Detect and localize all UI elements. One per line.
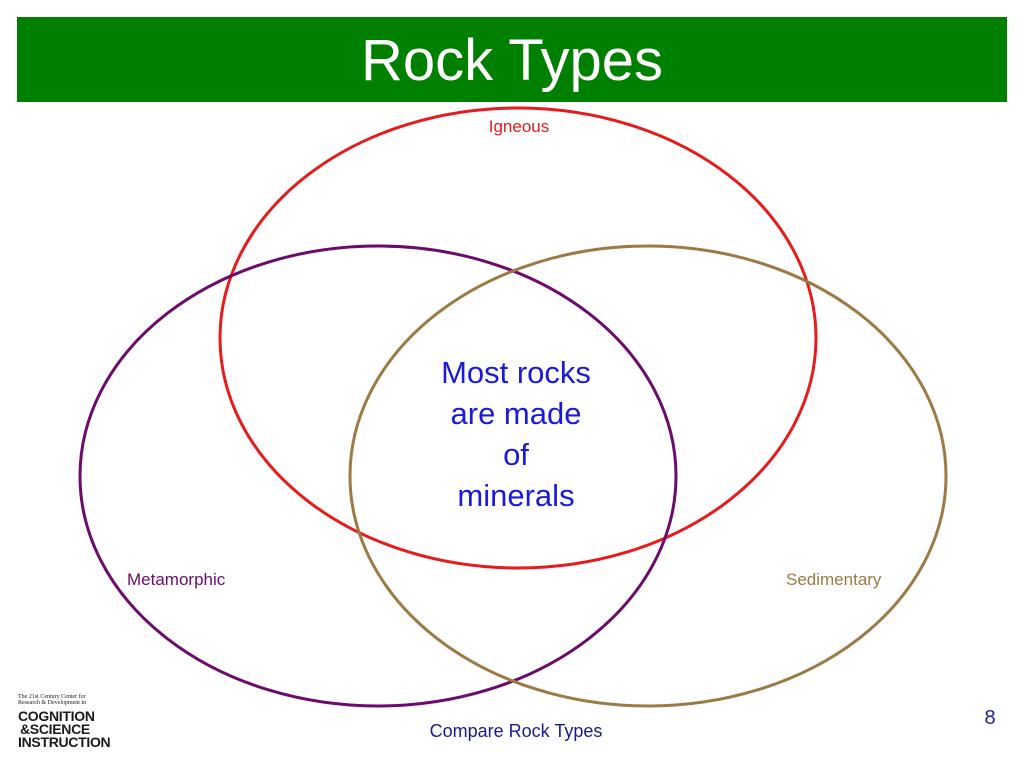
logo-word-instruction: INSTRUCTION xyxy=(18,734,111,750)
center-line: minerals xyxy=(457,478,575,513)
igneous-circle xyxy=(218,106,818,570)
center-line: of xyxy=(503,437,529,472)
logo-word-cognition: COGNITION xyxy=(18,708,95,724)
metamorphic-circle xyxy=(78,244,678,708)
logo-tagline-line-1: The 21st Century Center for xyxy=(18,694,86,700)
igneous-label: Igneous xyxy=(488,117,550,136)
center-line: Most rocks xyxy=(441,355,591,390)
cognition-science-instruction-logo: The 21st Century Center for Research & D… xyxy=(16,692,111,752)
footer-caption: Compare Rock Types xyxy=(429,721,603,741)
logo-tagline-line-2: Research & Development in xyxy=(18,700,87,706)
center-statement: Most rocks are made of minerals xyxy=(396,352,636,516)
sedimentary-circle xyxy=(348,244,948,708)
title-bar: Rock Types xyxy=(17,17,1007,102)
page-number: 8 xyxy=(984,707,996,729)
center-line: are made xyxy=(450,396,582,431)
slide-title: Rock Types xyxy=(361,28,663,93)
logo-word-science: &SCIENCE xyxy=(20,721,90,737)
sedimentary-label: Sedimentary xyxy=(786,570,882,589)
metamorphic-label: Metamorphic xyxy=(127,570,226,589)
